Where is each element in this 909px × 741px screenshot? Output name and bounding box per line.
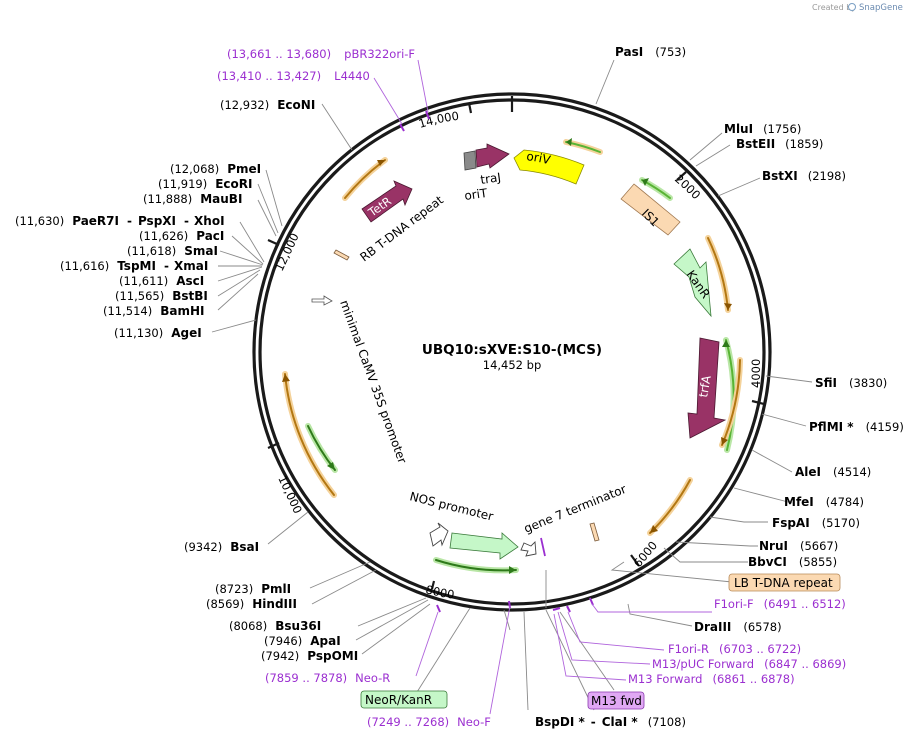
tick-10000 (267, 441, 280, 450)
site-bstbi[interactable]: (11,565)BstBI (115, 289, 208, 303)
feature-gene7-terminator[interactable] (589, 522, 600, 542)
m13-fwd-label: M13 fwd (591, 694, 642, 708)
site-mlui[interactable]: MluI(1756) (724, 122, 801, 136)
gene7-terminator-label: gene 7 terminator (522, 482, 628, 536)
site-bstxi[interactable]: BstXI(2198) (762, 169, 846, 183)
lb-tdna-repeat-label: LB T-DNA repeat (734, 576, 833, 590)
site-hindiii[interactable]: (8569)HindIII (206, 597, 297, 611)
primer-m13-forward[interactable]: M13 Forward(6861 .. 6878) (628, 672, 795, 686)
lb-tdna-repeat-box[interactable]: LB T-DNA repeat (728, 573, 841, 592)
traj-label: traJ (479, 170, 501, 187)
feature-trfa[interactable]: trfA (687, 337, 727, 439)
feature-oriv[interactable]: oriV (513, 149, 585, 185)
tick-6000 (630, 554, 640, 567)
tick-2000 (676, 171, 687, 181)
site-asci[interactable]: (11,611)AscI (119, 274, 204, 288)
tick-label-8000: 8000 (424, 582, 455, 601)
tick-12000 (267, 238, 280, 247)
site-alei[interactable]: AleI(4514) (795, 465, 871, 479)
site-maubi[interactable]: (11,888)MauBI (143, 192, 242, 206)
site-leaders (211, 59, 813, 711)
feature-traj[interactable] (475, 143, 510, 169)
orit-label: oriT (463, 186, 488, 203)
feature-kanr[interactable]: KanR (673, 248, 713, 318)
site-econi[interactable]: (12,932)EcoNI (220, 98, 315, 112)
site-smai[interactable]: (11,618)SmaI (127, 244, 218, 258)
primer-m13-puc-forward[interactable]: M13/pUC Forward(6847 .. 6869) (652, 657, 846, 671)
tick-8000 (430, 580, 436, 590)
neor-kanr-label: NeoR/KanR (365, 693, 432, 707)
site-apai[interactable]: (7946)ApaI (264, 634, 341, 648)
site-nrui[interactable]: NruI(5667) (759, 539, 838, 553)
site-tspmi-xmai[interactable]: (11,616)TspMI-XmaI (60, 259, 208, 273)
site-pflmi[interactable]: PflMI *(4159) (809, 420, 904, 434)
site-bamhi[interactable]: (11,514)BamHI (103, 304, 204, 318)
primer-pbr322ori-f[interactable]: (13,661 .. 13,680) pBR322ori-F (227, 43, 415, 62)
feature-nos-promoter[interactable] (449, 532, 519, 560)
snapgene-logo-icon (848, 3, 856, 11)
site-sfii[interactable]: SfiI(3830) (815, 376, 887, 390)
feature-nos-promoter-small[interactable] (429, 522, 449, 547)
tick-4000 (751, 399, 765, 406)
site-bsteii[interactable]: BstEII(1859) (736, 137, 823, 151)
site-mfei[interactable]: MfeI(4784) (784, 495, 864, 509)
plasmid-name: UBQ10:sXVE:S10-(MCS) (422, 342, 602, 358)
tick-label-12000: 12,000 (272, 231, 302, 273)
tick-label-10000: 10,000 (275, 473, 305, 515)
m13-fwd-box[interactable]: M13 fwd (587, 691, 645, 710)
site-pmei[interactable]: (12,068)PmeI (170, 162, 261, 176)
site-fspai[interactable]: FspAI(5170) (772, 516, 860, 530)
orf-arcs (282, 138, 743, 574)
tick-14000 (467, 102, 473, 114)
site-agei[interactable]: (11,130)AgeI (114, 326, 202, 340)
primer-leaders (373, 59, 712, 715)
primer-ticks (399, 110, 594, 613)
camv-promoter-label: minimal CaMV 35S promoter (337, 298, 409, 465)
snapgene-watermark: Created by SnapGene (812, 3, 903, 13)
site-ecori[interactable]: (11,919)EcoRI (158, 177, 252, 191)
feature-gene7-small[interactable] (520, 540, 537, 557)
primer-neo-r[interactable]: (7859 .. 7878)Neo-R (265, 671, 390, 685)
site-paer7i-pspxi-xhoi[interactable]: (11,630)PaeR7I-PspXI-XhoI (15, 214, 225, 228)
site-pspomi[interactable]: (7942)PspOMI (261, 649, 358, 663)
created-by-text: Created by (812, 3, 856, 12)
oriv-label: oriV (526, 149, 553, 167)
feature-camv-promoter[interactable] (311, 295, 333, 306)
ruler (267, 96, 765, 590)
primer-neo-f[interactable]: (7249 .. 7268)Neo-F (367, 715, 491, 729)
tick-label-4000: 4000 (749, 359, 763, 388)
site-paci[interactable]: (11,626)PacI (139, 229, 224, 243)
feature-is1[interactable]: IS1 (620, 183, 681, 236)
tick-label-14000: 14,000 (417, 109, 460, 131)
feature-tetr[interactable]: TetR (361, 180, 413, 223)
site-bbvci[interactable]: BbvCI(5855) (748, 555, 837, 569)
nos-promoter-label: NOS promoter (408, 489, 494, 523)
site-bspdi-clai[interactable]: BspDI *-ClaI *(7108) (535, 715, 686, 729)
site-draiii[interactable]: DraIII(6578) (694, 620, 782, 634)
snapgene-brand-text: SnapGene (859, 3, 903, 13)
site-pmli[interactable]: (8723)PmlI (215, 582, 291, 596)
plasmid-size: 14,452 bp (483, 358, 542, 372)
primer-f1ori-r[interactable]: F1ori-R(6703 .. 6722) (668, 642, 801, 656)
feature-orit[interactable] (463, 150, 477, 171)
site-bsu36i[interactable]: (8068)Bsu36I (229, 619, 321, 633)
site-bsai[interactable]: (9342)BsaI (184, 540, 259, 554)
trfa-label: trfA (696, 374, 714, 399)
site-pasi[interactable]: PasI(753) (615, 45, 686, 59)
feature-rb-tdna-repeat[interactable] (333, 249, 350, 261)
neor-kanr-box[interactable]: NeoR/KanR (360, 690, 448, 709)
primer-mark-neof (540, 537, 546, 557)
primer-f1ori-f[interactable]: F1ori-F(6491 .. 6512) (714, 597, 846, 611)
primer-l4440[interactable]: (13,410 .. 13,427) L4440 (217, 65, 370, 84)
